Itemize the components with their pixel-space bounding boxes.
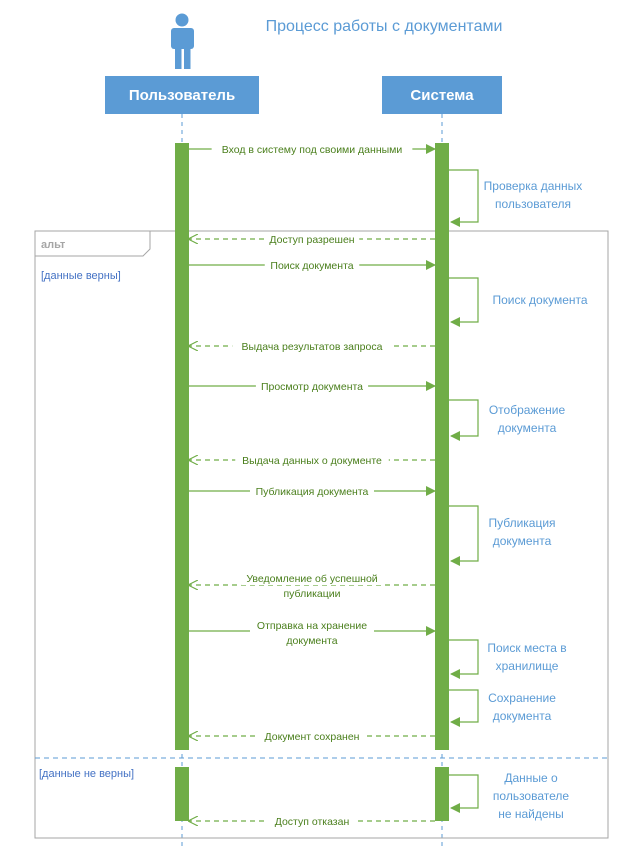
diagram-title: Процесс работы с документами <box>266 18 503 35</box>
message-m9: Отправка на хранение документа <box>189 619 436 647</box>
self-message-label: документа <box>493 709 552 723</box>
message-label: Просмотр документа <box>261 381 363 393</box>
message-m7: Публикация документа <box>189 485 436 498</box>
self-call-arrow <box>449 399 479 441</box>
message-label: документа <box>286 635 337 647</box>
self-message-s5: Поиск места в хранилище <box>449 639 567 679</box>
self-call-arrow <box>449 505 479 566</box>
message-label-bg <box>232 340 392 353</box>
self-message-s6: Сохранение документа <box>449 689 556 727</box>
self-message-label: документа <box>498 421 557 435</box>
self-message-label: Проверка данных <box>484 179 583 193</box>
messages: Вход в систему под своими даннымиДоступ … <box>189 143 436 828</box>
message-label: Документ сохранен <box>265 731 360 743</box>
guard-invalid: [данные не верны] <box>39 768 134 780</box>
self-message-s1: Проверка данных пользователя <box>449 169 583 227</box>
message-label: Публикация документа <box>256 486 369 498</box>
participant-system[interactable]: Система <box>382 76 502 114</box>
message-label-bg <box>267 815 357 828</box>
message-label: Уведомление об успешной <box>246 573 377 585</box>
self-message-label: хранилище <box>496 659 559 673</box>
message-m2: Доступ разрешен <box>189 233 435 246</box>
message-label-bg <box>282 634 342 647</box>
message-label: Поиск документа <box>270 260 353 272</box>
self-call-arrow <box>449 639 479 679</box>
self-call-arrow <box>449 774 479 813</box>
self-message-label: не найдены <box>498 807 564 821</box>
message-m8: Уведомление об успешной публикации <box>189 572 435 600</box>
self-call-arrow <box>449 277 479 327</box>
self-message-label: Сохранение <box>488 691 556 705</box>
message-label-bg <box>250 619 374 632</box>
self-message-label: пользователе <box>493 789 569 803</box>
message-label: Доступ отказан <box>275 816 350 828</box>
self-message-s2: Поиск документа <box>449 277 588 327</box>
activation-system-main <box>435 143 449 750</box>
message-label-bg <box>264 233 360 246</box>
self-message-label: Данные о <box>504 771 558 785</box>
message-m1: Вход в систему под своими данными <box>189 143 436 156</box>
alt-fragment: альт [данные верны] [данные не верны] <box>34 230 609 839</box>
user-icon <box>171 13 194 69</box>
message-m3: Поиск документа <box>189 259 436 272</box>
message-label-bg <box>255 380 369 393</box>
message-m10: Документ сохранен <box>189 730 435 743</box>
participant-user-label: Пользователь <box>129 87 235 104</box>
self-message-label: Поиск места в <box>487 641 566 655</box>
alt-fragment-label: альт <box>41 239 66 251</box>
message-label: Выдача результатов запроса <box>242 341 383 353</box>
participant-system-label: Система <box>410 87 474 104</box>
message-m4: Выдача результатов запроса <box>189 340 435 353</box>
self-message-label: документа <box>493 534 552 548</box>
self-call-arrow <box>449 689 479 727</box>
message-label-bg <box>211 143 413 156</box>
activation-user-alt <box>175 767 189 821</box>
participant-user[interactable]: Пользователь <box>105 76 259 114</box>
self-call-arrow <box>449 169 479 227</box>
self-message-s4: Публикация документа <box>449 505 556 566</box>
message-label-bg <box>250 485 374 498</box>
message-label: Вход в систему под своими данными <box>222 144 403 156</box>
guard-valid: [данные верны] <box>41 270 121 282</box>
self-message-label: Отображение <box>489 403 566 417</box>
activation-system-alt <box>435 767 449 821</box>
message-label: Отправка на хранение <box>257 620 367 632</box>
message-m6: Выдача данных о документе <box>189 454 435 467</box>
self-message-s3: Отображение документа <box>449 399 566 441</box>
message-label: Выдача данных о документе <box>242 455 382 467</box>
message-m5: Просмотр документа <box>189 380 436 393</box>
message-m11: Доступ отказан <box>189 815 435 828</box>
activation-user-main <box>175 143 189 750</box>
message-label: Доступ разрешен <box>269 234 354 246</box>
message-label-bg <box>235 454 389 467</box>
self-message-label: Поиск документа <box>492 293 587 307</box>
self-message-label: Публикация <box>488 516 555 530</box>
message-label-bg <box>258 730 366 743</box>
message-label: публикации <box>284 588 341 600</box>
self-message-s7: Данные о пользователе не найдены <box>449 771 569 821</box>
message-label-bg <box>264 259 360 272</box>
message-label-bg <box>241 572 383 585</box>
self-message-label: пользователя <box>495 197 571 211</box>
message-label-bg <box>279 587 345 600</box>
